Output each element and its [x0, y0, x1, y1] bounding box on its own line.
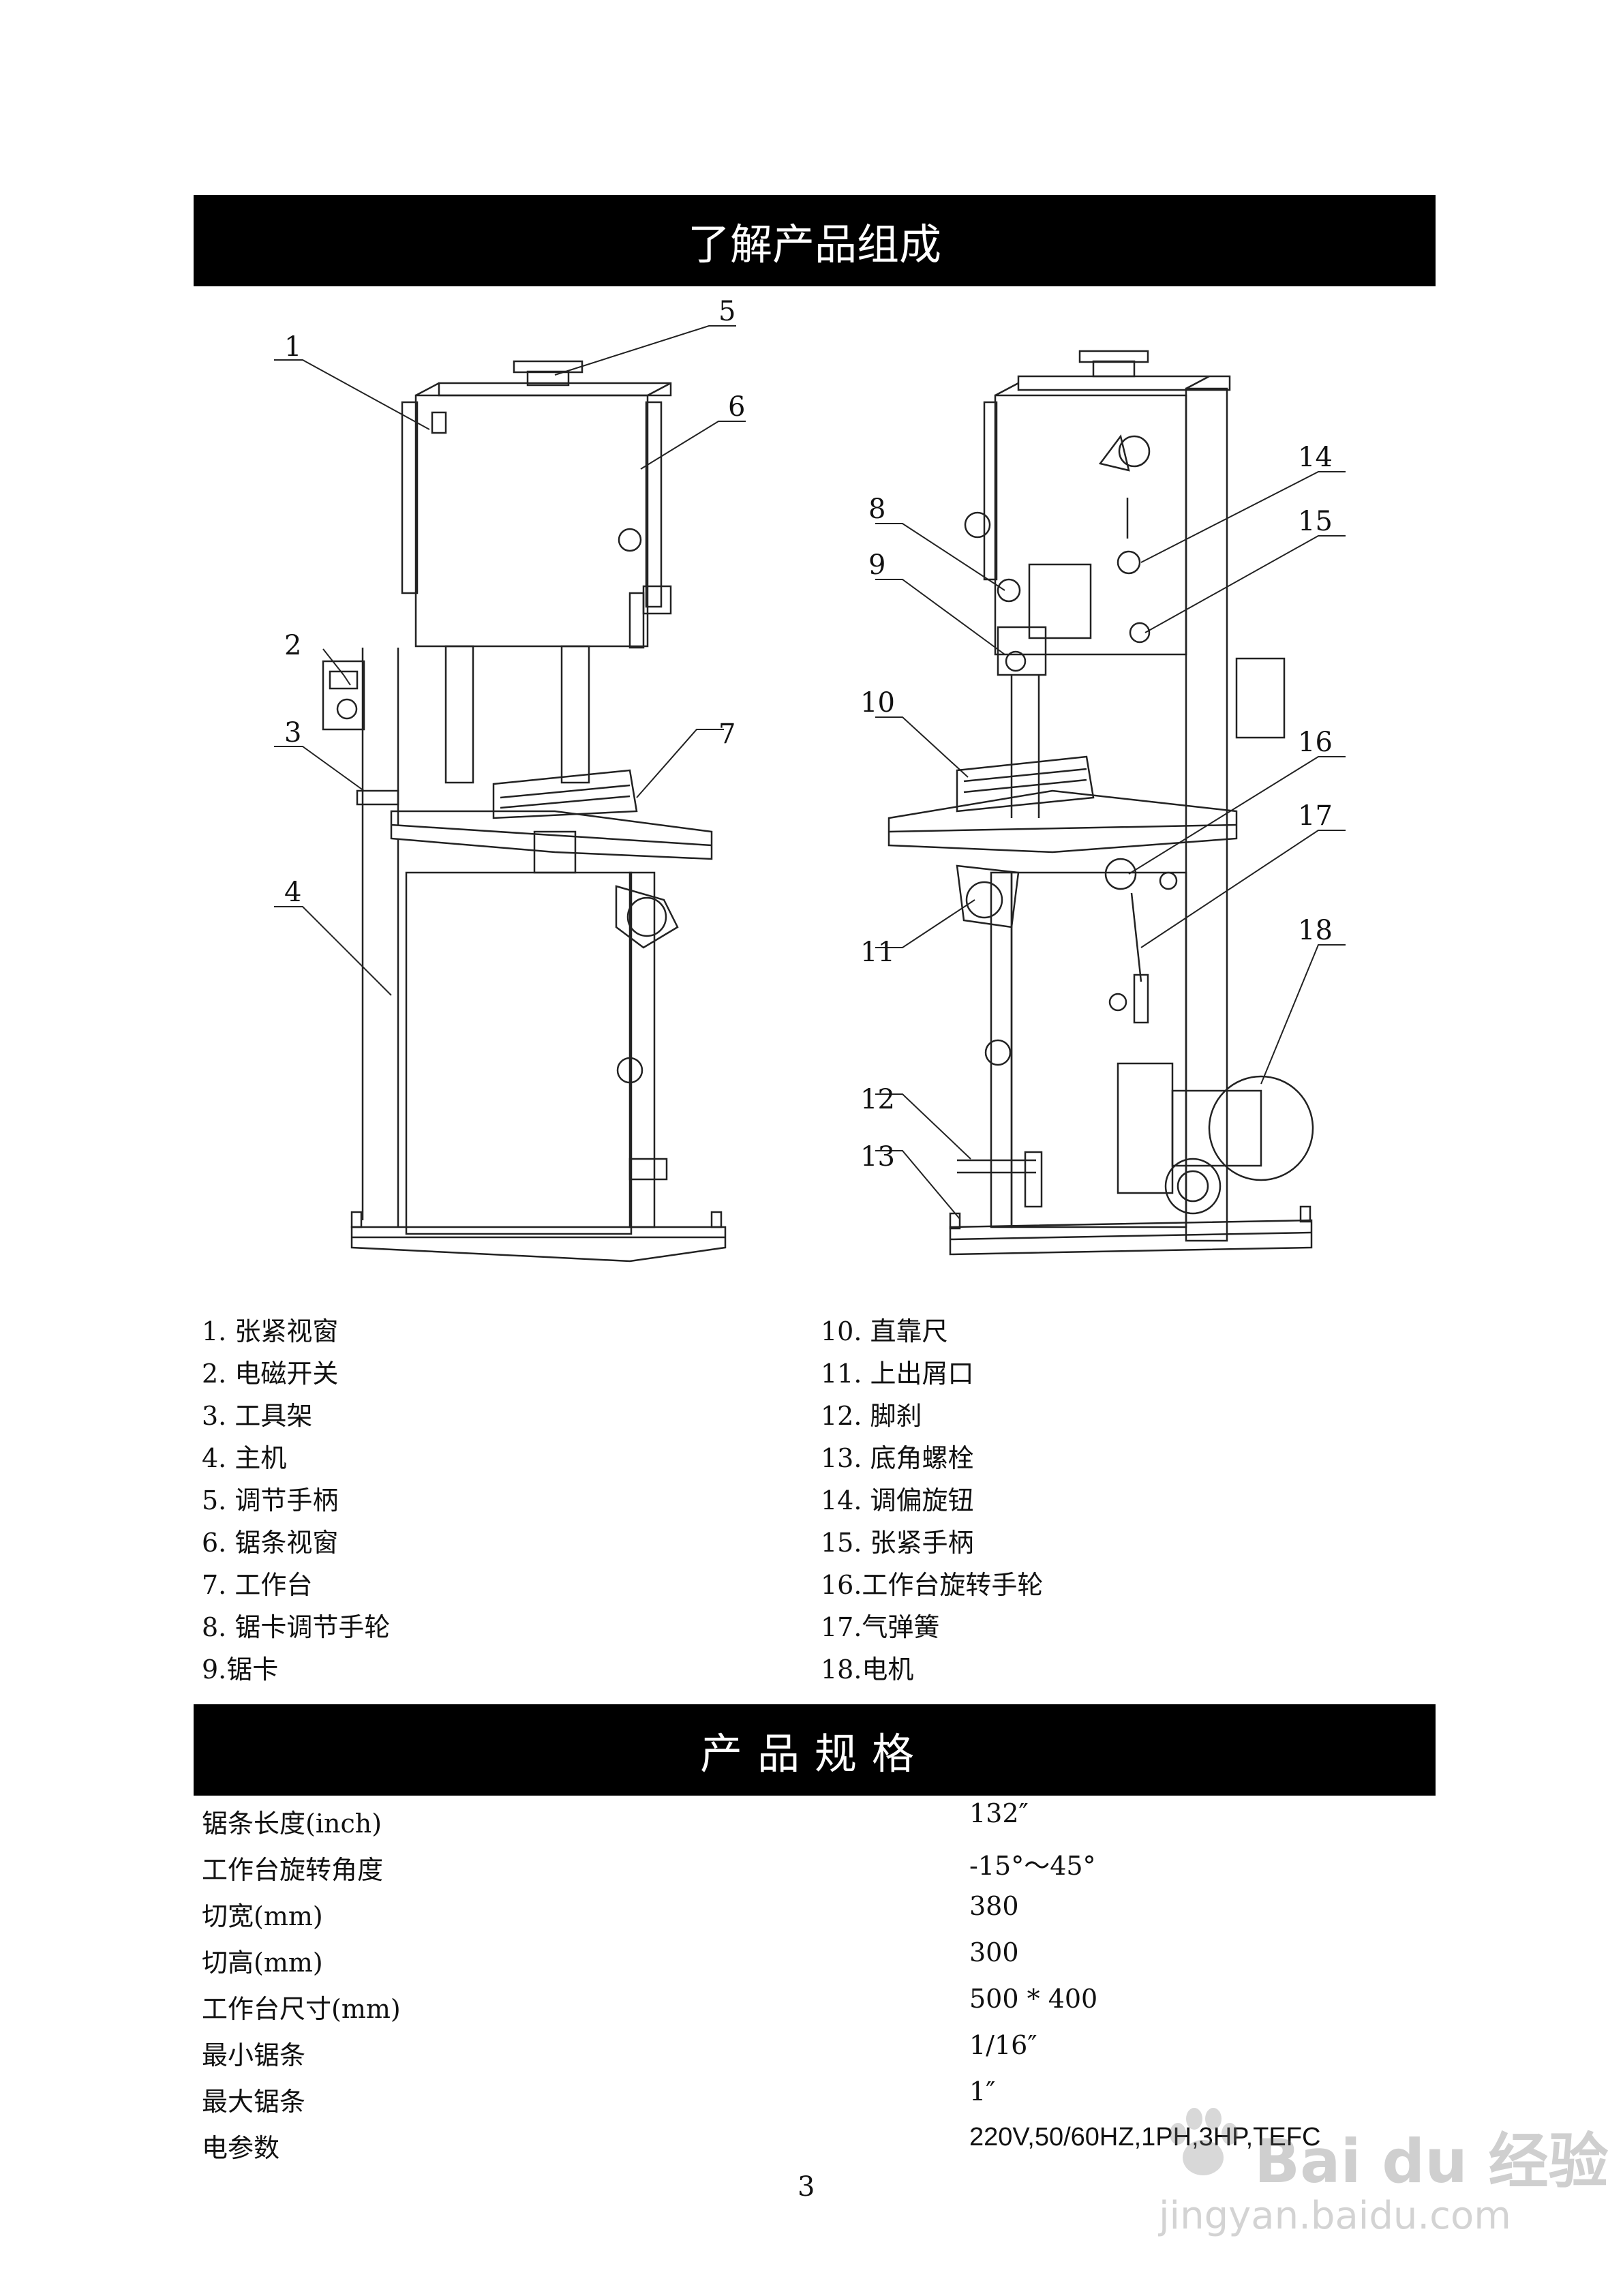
part-item: 16.工作台旋转手轮	[821, 1570, 1044, 1600]
spec-value: 220V,50/60HZ,1PH,3HP,TEFC	[969, 2123, 1321, 2151]
spec-value: 500 * 400	[969, 1984, 1098, 2014]
baidu-watermark: Bai du 经验 jingyan.baidu.com	[1159, 2079, 1609, 2250]
parts-list-left: 1. 张紧视窗 2. 电磁开关 3. 工具架 4. 主机 5. 调节手柄 6. …	[202, 1310, 815, 1691]
part-item: 17.气弹簧	[821, 1612, 940, 1642]
callout-number: 8	[868, 494, 885, 525]
spec-value: 1/16″	[969, 2030, 1037, 2060]
spec-row: 切宽(mm) 380	[202, 1890, 1429, 1936]
spec-label: 最大锯条	[202, 2087, 306, 2117]
spec-label: 电参数	[202, 2133, 280, 2163]
callout-number: 3	[284, 717, 301, 749]
spec-row: 最小锯条 1/16″	[202, 2029, 1429, 2075]
spec-value: 1″	[969, 2076, 996, 2106]
callout-number: 17	[1298, 800, 1333, 832]
callout-number: 9	[868, 549, 885, 581]
right-machine-drawing	[888, 350, 1314, 1256]
part-item: 11. 上出屑口	[821, 1359, 974, 1389]
spec-row: 工作台尺寸(mm) 500 * 400	[202, 1982, 1429, 2029]
watermark-brand: Bai du 经验	[1254, 2126, 1609, 2196]
spec-row: 切高(mm) 300	[202, 1936, 1429, 1982]
specs-title-banner: 产品规格	[194, 1704, 1436, 1796]
part-item: 14. 调偏旋钮	[821, 1485, 974, 1515]
callout-number: 14	[1298, 442, 1333, 473]
callout-number: 7	[718, 719, 735, 750]
callout-numbers: 1 2 3 4 5 6 7 8 9 10 11 12 13 14 15 16 1…	[284, 296, 1333, 1173]
spec-value: 132″	[969, 1798, 1029, 1828]
page-number: 3	[798, 2171, 815, 2203]
part-item: 9.锯卡	[202, 1655, 279, 1685]
callout-number: 6	[728, 391, 745, 423]
callout-number: 15	[1298, 506, 1333, 537]
spec-label: 切高(mm)	[202, 1948, 323, 1978]
part-item: 7. 工作台	[202, 1570, 313, 1600]
part-item: 1. 张紧视窗	[202, 1316, 339, 1346]
spec-label: 锯条长度(inch)	[202, 1809, 382, 1839]
spec-row: 电参数 220V,50/60HZ,1PH,3HP,TEFC	[202, 2121, 1429, 2168]
specs-title: 产品规格	[699, 1729, 929, 1779]
callout-number: 16	[1298, 727, 1333, 758]
part-item: 8. 锯卡调节手轮	[202, 1612, 391, 1642]
part-item: 6. 锯条视窗	[202, 1528, 339, 1558]
spec-row: 锯条长度(inch) 132″	[202, 1797, 1429, 1843]
spec-value: 300	[969, 1937, 1019, 1967]
spec-label: 工作台尺寸(mm)	[202, 1994, 401, 2024]
part-item: 2. 电磁开关	[202, 1359, 339, 1389]
left-machine-drawing	[322, 360, 727, 1263]
spec-label: 最小锯条	[202, 2040, 306, 2070]
spec-label: 切宽(mm)	[202, 1901, 323, 1931]
callout-number: 18	[1298, 915, 1333, 946]
callout-number: 2	[284, 630, 301, 661]
spec-value: 380	[969, 1891, 1019, 1921]
callout-number: 11	[860, 937, 895, 968]
callout-number: 1	[284, 331, 301, 363]
callout-number: 4	[284, 877, 301, 908]
section-title-banner: 了解产品组成	[194, 195, 1436, 286]
part-item: 13. 底角螺栓	[821, 1443, 974, 1473]
spec-row: 工作台旋转角度 -15°～45°	[202, 1843, 1429, 1890]
callout-number: 12	[860, 1084, 895, 1115]
part-item: 3. 工具架	[202, 1401, 313, 1431]
spec-value: -15°～45°	[969, 1851, 1096, 1881]
part-item: 18.电机	[821, 1655, 914, 1685]
part-item: 5. 调节手柄	[202, 1485, 339, 1515]
parts-list-right: 10. 直靠尺 11. 上出屑口 12. 脚刹 13. 底角螺栓 14. 调偏旋…	[821, 1310, 1434, 1691]
part-item: 15. 张紧手柄	[821, 1528, 974, 1558]
paw-logo-icon	[1170, 2108, 1238, 2175]
callout-number: 10	[860, 687, 895, 719]
spec-row: 最大锯条 1″	[202, 2075, 1429, 2121]
section-title: 了解产品组成	[687, 220, 941, 269]
spec-label: 工作台旋转角度	[202, 1855, 384, 1885]
part-item: 10. 直靠尺	[821, 1316, 948, 1346]
callout-leaders	[274, 325, 1346, 1220]
callout-number: 5	[718, 296, 735, 327]
watermark-url: jingyan.baidu.com	[1159, 2194, 1511, 2238]
part-item: 4. 主机	[202, 1443, 287, 1473]
specs-table: 锯条长度(inch) 132″ 工作台旋转角度 -15°～45° 切宽(mm) …	[202, 1797, 1429, 2168]
callout-number: 13	[860, 1141, 895, 1173]
part-item: 12. 脚刹	[821, 1401, 922, 1431]
band-saw-diagram: 1 2 3 4 5 6 7 8 9 10 11 12 13 14 15 16 1…	[274, 296, 1346, 1263]
